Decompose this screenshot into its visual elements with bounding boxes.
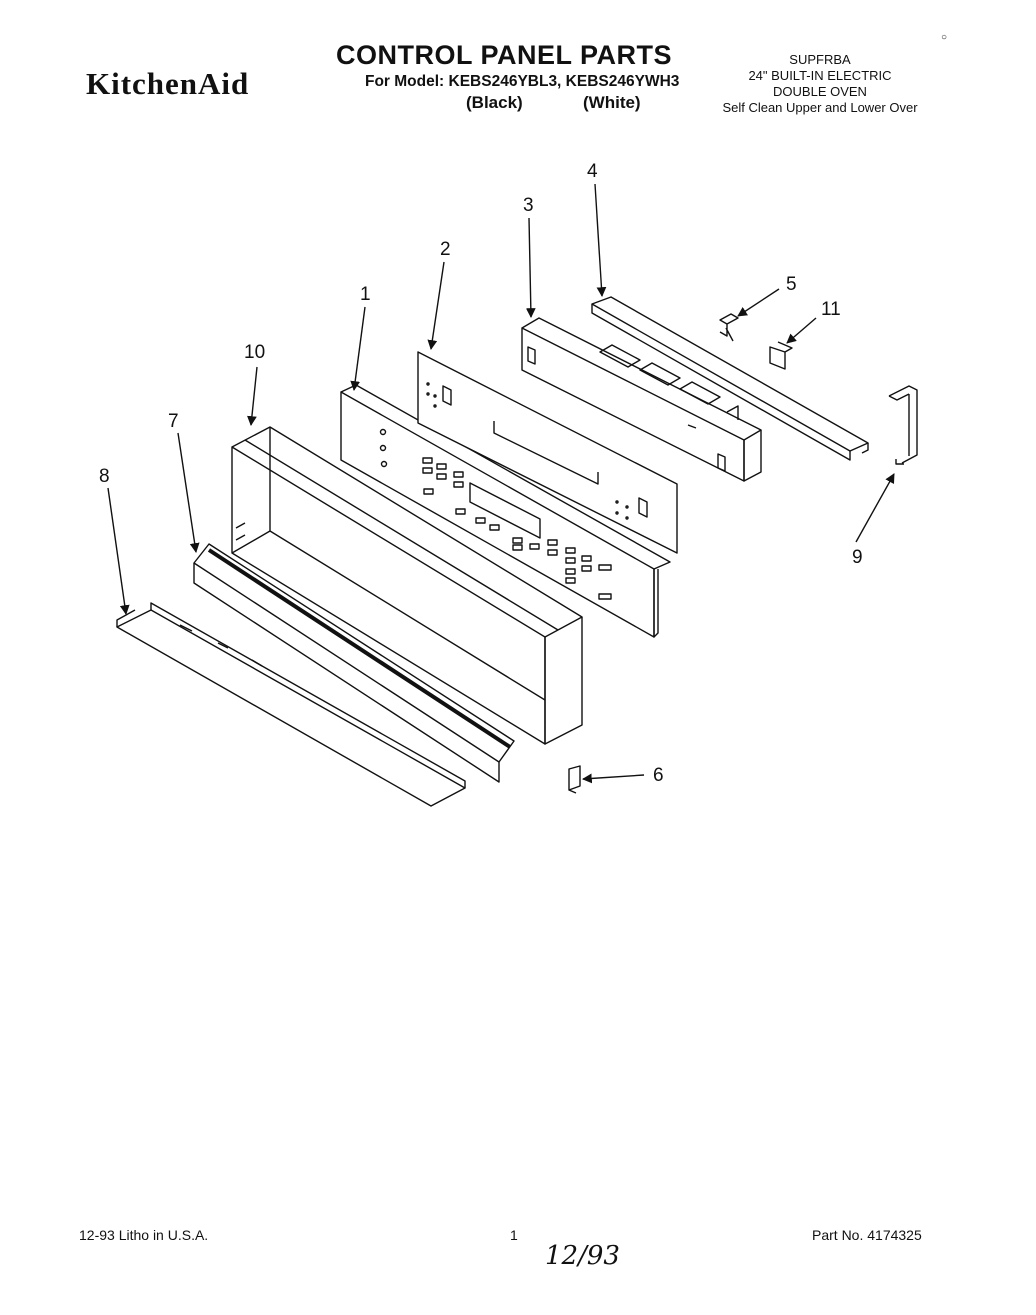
litho-note: 12-93 Litho in U.S.A. — [79, 1227, 209, 1243]
callout-11: 11 — [821, 299, 841, 320]
callout-10: 10 — [244, 342, 266, 363]
callout-6: 6 — [653, 765, 664, 786]
part-4-rail — [591, 296, 869, 461]
callout-leaders — [107, 183, 895, 784]
page-title: CONTROL PANEL PARTS — [336, 40, 673, 70]
part-7-strip — [193, 543, 515, 783]
handwritten-date: 12/93 — [545, 1241, 620, 1271]
product-line-3: Self Clean Upper and Lower Over — [722, 100, 918, 115]
page-number: 1 — [510, 1227, 518, 1243]
part-2-overlay — [417, 351, 678, 554]
product-line-2: DOUBLE OVEN — [773, 84, 867, 99]
part-10-frame — [231, 426, 583, 745]
callout-3: 3 — [523, 195, 534, 216]
product-description: SUPFRBA 24" BUILT-IN ELECTRIC DOUBLE OVE… — [700, 52, 940, 116]
callout-5: 5 — [786, 274, 797, 295]
callout-2: 2 — [440, 239, 451, 260]
callout-4: 4 — [587, 161, 598, 182]
part-6-clip — [568, 765, 581, 794]
callout-9: 9 — [852, 547, 863, 568]
variant-black: (Black) — [466, 93, 523, 112]
part-5-clip — [719, 313, 739, 342]
part-1-control-panel — [340, 384, 671, 638]
part-9-rod — [888, 385, 918, 465]
part-11-bracket — [769, 341, 793, 370]
product-code: SUPFRBA — [789, 52, 851, 67]
part-number: Part No. 4174325 — [812, 1227, 922, 1243]
callout-1: 1 — [360, 284, 371, 305]
callout-8: 8 — [99, 466, 110, 487]
kitchenaid-logo: KitchenAid — [86, 66, 250, 101]
callout-7: 7 — [168, 411, 179, 432]
variant-white: (White) — [583, 93, 641, 112]
part-3-control-housing — [521, 317, 762, 482]
corner-mark: ○ — [941, 32, 948, 43]
model-line: For Model: KEBS246YBL3, KEBS246YWH3 — [365, 73, 680, 90]
product-line-1: 24" BUILT-IN ELECTRIC — [748, 68, 892, 83]
